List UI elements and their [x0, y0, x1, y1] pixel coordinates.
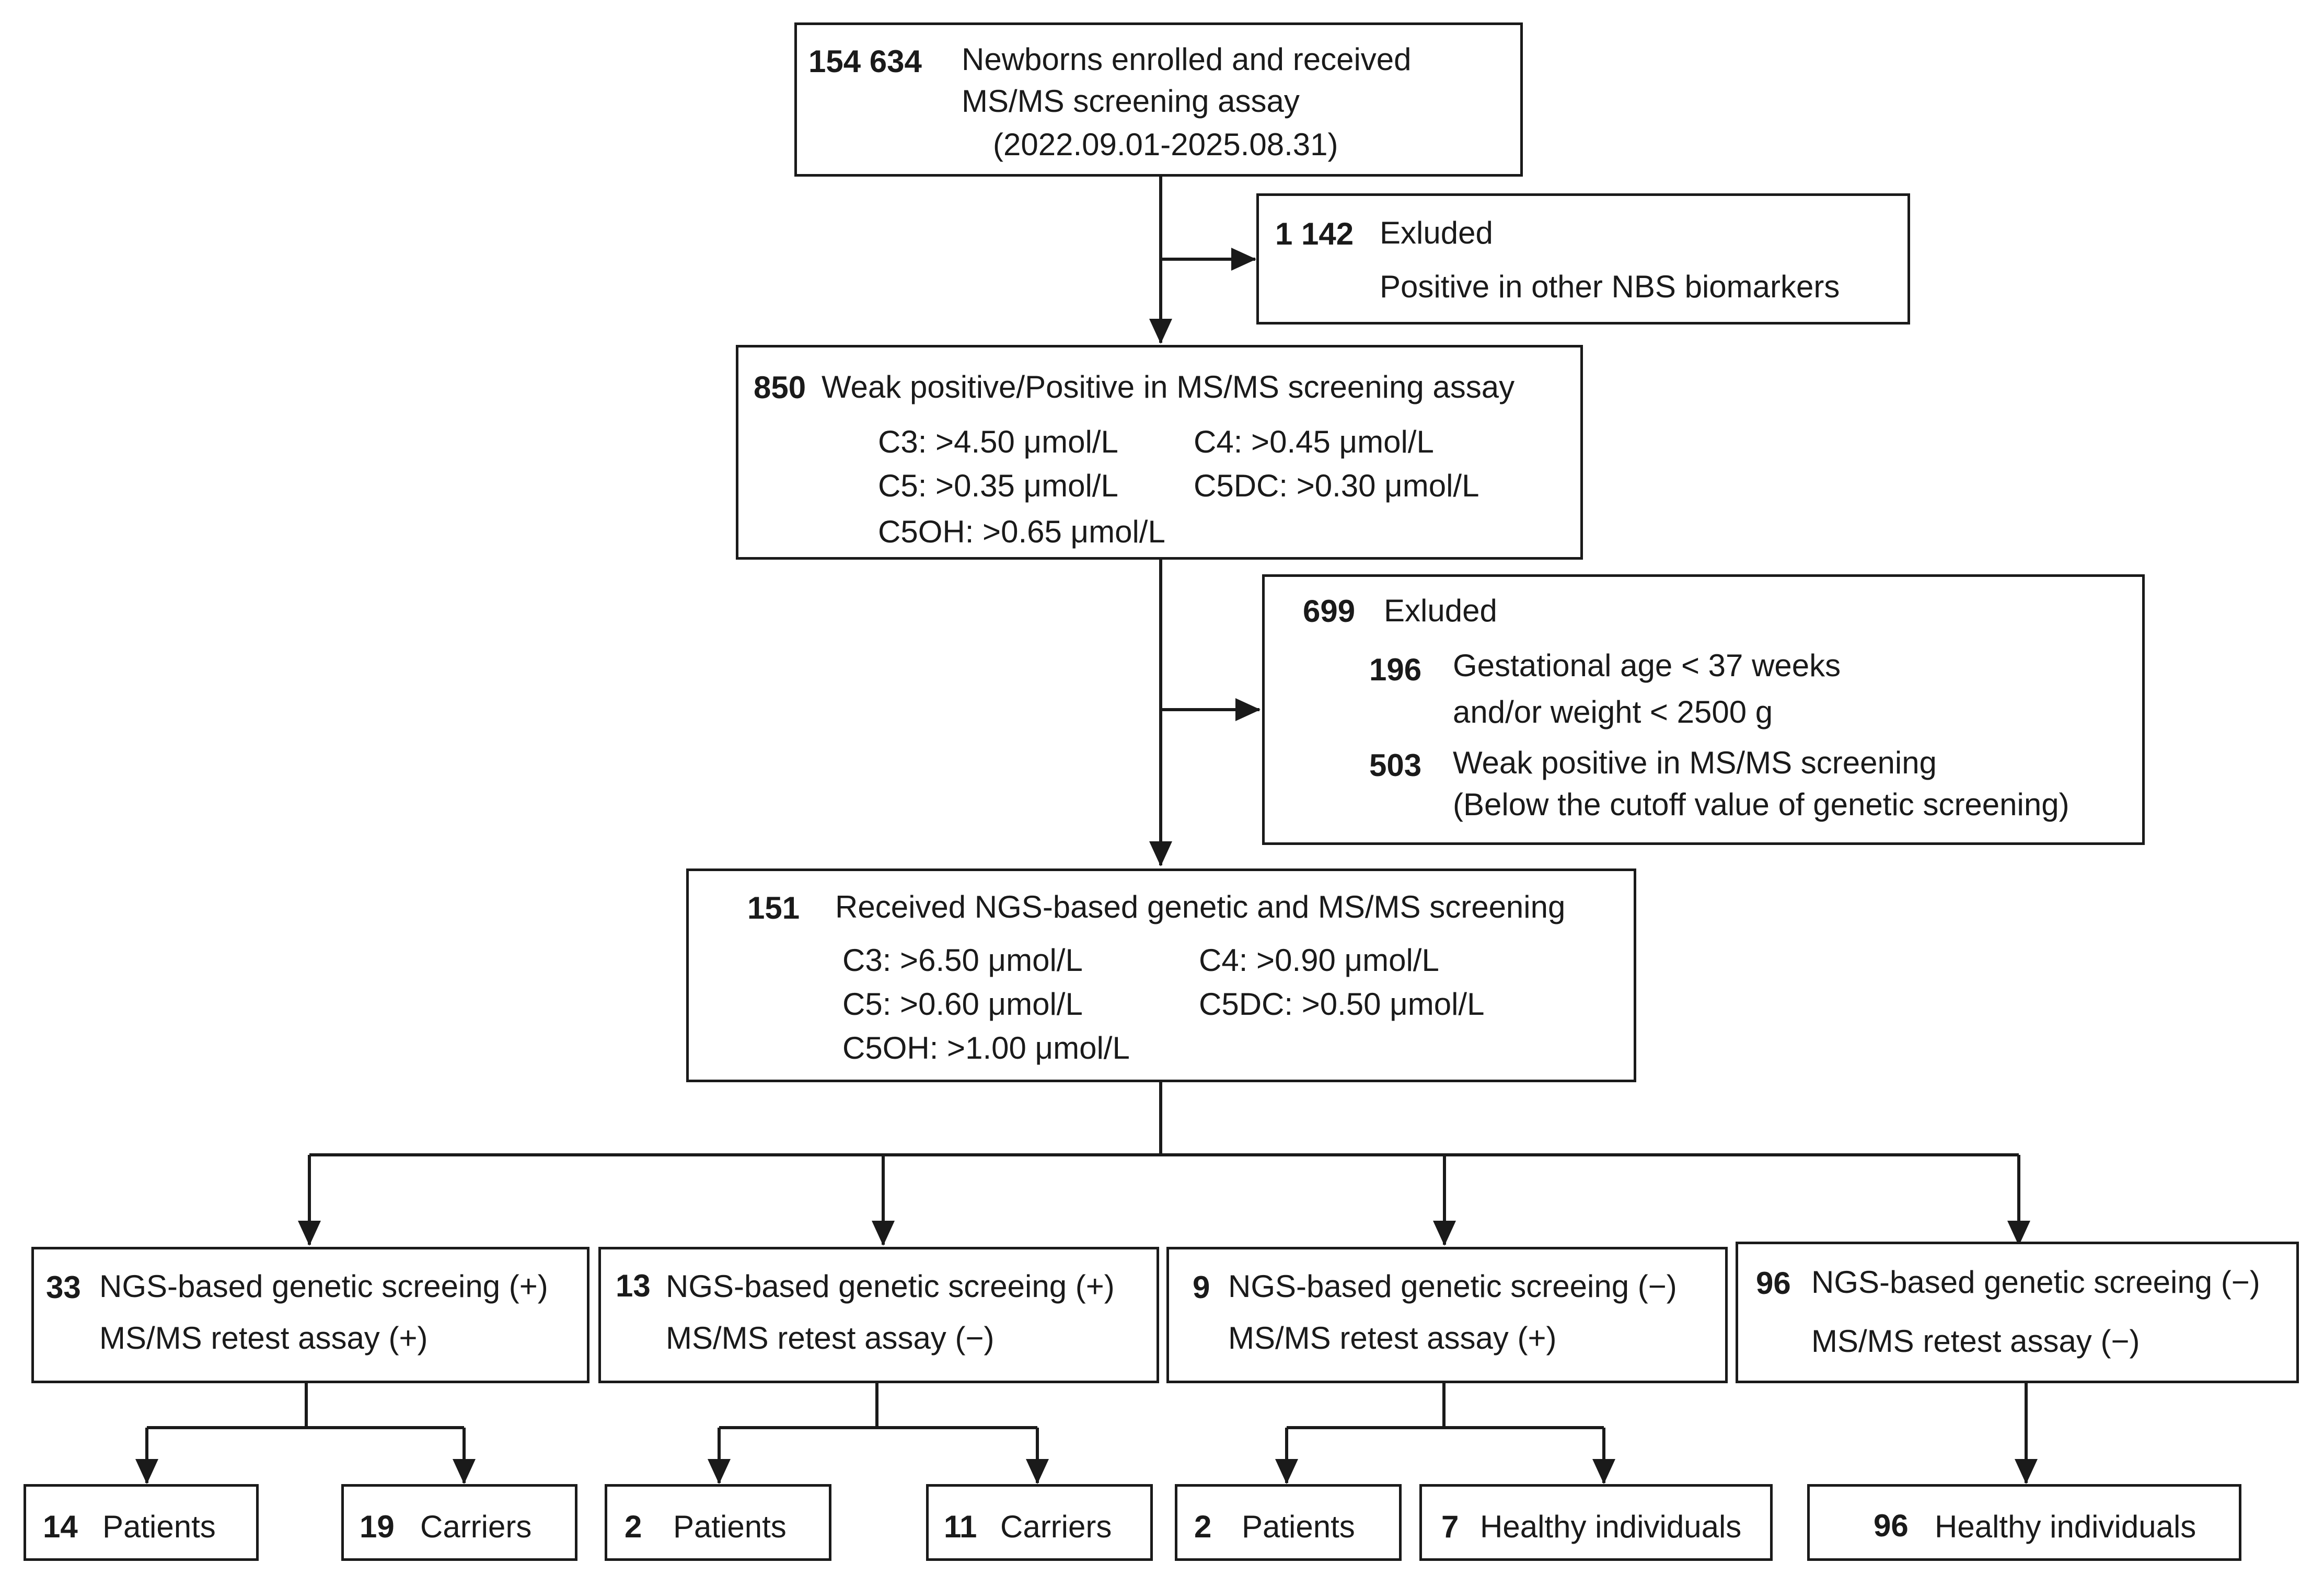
ngs-c5-cutoff: C5: >0.60 μmol/L	[842, 987, 1083, 1022]
ngs-label: Received NGS-based genetic and MS/MS scr…	[835, 889, 1566, 924]
outcome-box-1	[24, 1484, 259, 1561]
outcome-box-7	[1807, 1484, 2241, 1561]
excluded2-gestational-line2: and/or weight < 2500 g	[1453, 694, 1773, 729]
enrolled-box	[794, 22, 1523, 177]
outcome-4-label: Carriers	[1000, 1509, 1112, 1544]
ngs-c5dc-cutoff: C5DC: >0.50 μmol/L	[1199, 987, 1485, 1022]
outcome-6-label: Healthy individuals	[1480, 1509, 1742, 1544]
positive-label: Weak positive/Positive in MS/MS screenin…	[822, 369, 1515, 404]
outcome-box-3	[605, 1484, 831, 1561]
ngs-c4-cutoff: C4: >0.90 μmol/L	[1199, 943, 1439, 978]
ngs-count: 151	[747, 890, 800, 925]
excluded1-box	[1256, 193, 1910, 325]
excluded2-label: Exluded	[1384, 593, 1497, 628]
outcome-2-label: Carriers	[420, 1509, 532, 1544]
positive-c5-cutoff: C5: >0.35 μmol/L	[878, 468, 1118, 503]
positive-c3-cutoff: C3: >4.50 μmol/L	[878, 424, 1118, 459]
outcome-box-5	[1175, 1484, 1402, 1561]
excluded1-count: 1 142	[1275, 216, 1354, 251]
excluded1-reason: Positive in other NBS biomarkers	[1380, 269, 1840, 304]
excluded2-weak-line1: Weak positive in MS/MS screening	[1453, 745, 1937, 780]
group-1-count: 33	[46, 1270, 81, 1305]
excluded2-gestational-count: 196	[1369, 652, 1422, 687]
ngs-box	[686, 868, 1636, 1082]
positive-count: 850	[754, 370, 806, 405]
group-4-line2: MS/MS retest assay (−)	[1811, 1324, 2140, 1359]
excluded2-weak-count: 503	[1369, 748, 1422, 783]
group-4-line1: NGS-based genetic screeing (−)	[1811, 1265, 2260, 1300]
group-2-line1: NGS-based genetic screeing (+)	[666, 1269, 1115, 1304]
group-1-line1: NGS-based genetic screeing (+)	[99, 1269, 548, 1304]
group-3-line1: NGS-based genetic screeing (−)	[1228, 1269, 1677, 1304]
enrolled-line2: MS/MS screening assay	[962, 84, 1300, 119]
excluded2-gestational-line1: Gestational age < 37 weeks	[1453, 648, 1841, 683]
outcome-1-label: Patients	[102, 1509, 216, 1544]
group-box-4	[1736, 1242, 2299, 1383]
outcome-box-2	[341, 1484, 577, 1561]
outcome-5-label: Patients	[1242, 1509, 1355, 1544]
enrolled-count: 154 634	[808, 44, 922, 79]
outcome-3-count: 2	[625, 1509, 642, 1544]
enrolled-period: (2022.09.01-2025.08.31)	[993, 127, 1338, 162]
ngs-c3-cutoff: C3: >6.50 μmol/L	[842, 943, 1083, 978]
group-box-3	[1166, 1247, 1728, 1383]
positive-c5dc-cutoff: C5DC: >0.30 μmol/L	[1194, 468, 1479, 503]
outcome-2-count: 19	[360, 1509, 395, 1544]
outcome-6-count: 7	[1441, 1509, 1459, 1544]
outcome-7-count: 96	[1874, 1508, 1909, 1543]
outcome-3-label: Patients	[673, 1509, 787, 1544]
outcome-4-count: 11	[944, 1509, 977, 1544]
ngs-c5oh-cutoff: C5OH: >1.00 μmol/L	[842, 1030, 1130, 1066]
outcome-7-label: Healthy individuals	[1935, 1509, 2196, 1544]
positive-c4-cutoff: C4: >0.45 μmol/L	[1194, 424, 1434, 459]
positive-c5oh-cutoff: C5OH: >0.65 μmol/L	[878, 514, 1165, 549]
enrolled-line1: Newborns enrolled and received	[962, 42, 1412, 77]
group-box-2	[598, 1247, 1159, 1383]
group-box-1	[31, 1247, 589, 1383]
excluded2-weak-line2: (Below the cutoff value of genetic scree…	[1453, 787, 2069, 822]
group-3-line2: MS/MS retest assay (+)	[1228, 1321, 1557, 1356]
group-3-count: 9	[1193, 1270, 1210, 1305]
group-1-line2: MS/MS retest assay (+)	[99, 1321, 428, 1356]
positive-box	[736, 345, 1583, 560]
outcome-box-4	[926, 1484, 1153, 1561]
excluded2-box	[1262, 574, 2145, 845]
excluded1-label: Exluded	[1380, 215, 1493, 250]
outcome-5-count: 2	[1194, 1509, 1212, 1544]
group-4-count: 96	[1756, 1266, 1791, 1301]
group-2-count: 13	[616, 1268, 651, 1303]
excluded2-count: 699	[1303, 594, 1356, 629]
outcome-1-count: 14	[43, 1509, 78, 1544]
group-2-line2: MS/MS retest assay (−)	[666, 1321, 995, 1356]
outcome-box-6	[1419, 1484, 1773, 1561]
